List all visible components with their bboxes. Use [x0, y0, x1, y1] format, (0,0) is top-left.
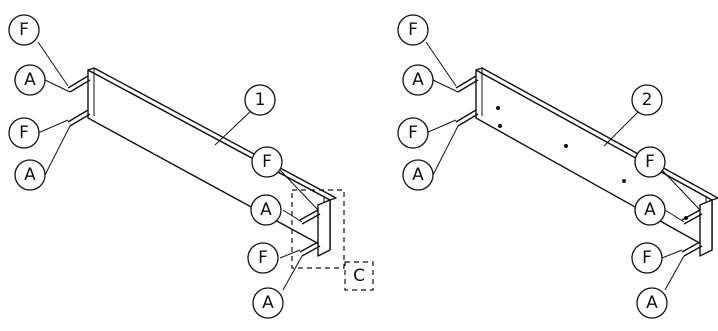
callout-a-left-3: A [250, 194, 282, 226]
panel-part-2 [475, 67, 718, 257]
panel-2-hole [564, 144, 568, 148]
panel-2-leaders [425, 41, 701, 291]
panel-1-front-face [87, 69, 331, 251]
callout-f-right-2: F [397, 117, 429, 149]
callout-part-2-label: 2 [642, 90, 653, 110]
callout-f-right-1: F [397, 14, 429, 46]
callout-f-left-2-label: F [19, 123, 29, 143]
callout-a-right-3: A [634, 194, 666, 226]
detail-c-box [291, 189, 345, 269]
callout-a-right-1: A [402, 64, 434, 96]
callout-a-right-4: A [636, 287, 668, 319]
callout-f-left-2: F [8, 117, 40, 149]
panel-1-right-fittings [299, 209, 321, 257]
panel-2-front-face [475, 69, 713, 251]
callout-a-right-3-label: A [644, 200, 656, 220]
callout-f-left-1: F [8, 14, 40, 46]
callout-part-2: 2 [631, 84, 663, 116]
callout-f-right-3: F [634, 146, 666, 178]
panel-2-right-fittings [681, 209, 703, 257]
panel-1-leaders [37, 41, 319, 291]
panel-1-left-fittings [67, 75, 91, 127]
callout-f-left-3-label: F [262, 152, 272, 172]
callout-f-left-3: F [251, 146, 283, 178]
callout-a-right-4-label: A [646, 293, 658, 313]
callout-a-right-1-label: A [412, 70, 424, 90]
callout-f-right-3-label: F [645, 152, 655, 172]
callout-f-right-4: F [631, 242, 663, 274]
callout-f-left-1-label: F [19, 20, 29, 40]
panel-1-end-plate [317, 199, 331, 257]
callout-part-1-label: 1 [255, 90, 266, 110]
panel-part-1 [87, 67, 337, 257]
callout-f-right-4-label: F [642, 248, 652, 268]
callout-f-right-1-label: F [408, 20, 418, 40]
callout-a-left-1: A [14, 64, 46, 96]
callout-a-left-2-label: A [24, 165, 36, 185]
callout-part-1: 1 [244, 84, 276, 116]
panel-2-hole [622, 179, 626, 183]
detail-c-label-box [344, 261, 374, 291]
panel-2-hole [498, 124, 502, 128]
callout-a-right-2-label: A [412, 165, 424, 185]
callout-f-left-4: F [247, 242, 279, 274]
callout-a-left-1-label: A [24, 70, 36, 90]
callout-a-left-2: A [14, 159, 46, 191]
callout-f-right-2-label: F [408, 123, 418, 143]
callout-a-left-3-label: A [260, 200, 272, 220]
panel-2-end-plate [699, 199, 713, 257]
panel-2-hole [496, 106, 500, 110]
callout-a-left-4-label: A [262, 293, 274, 313]
panel-2-left-fittings [455, 75, 479, 127]
detail-c-label: C [353, 266, 365, 286]
callout-f-left-4-label: F [258, 248, 268, 268]
callout-a-right-2: A [402, 159, 434, 191]
callout-a-left-4: A [252, 287, 284, 319]
